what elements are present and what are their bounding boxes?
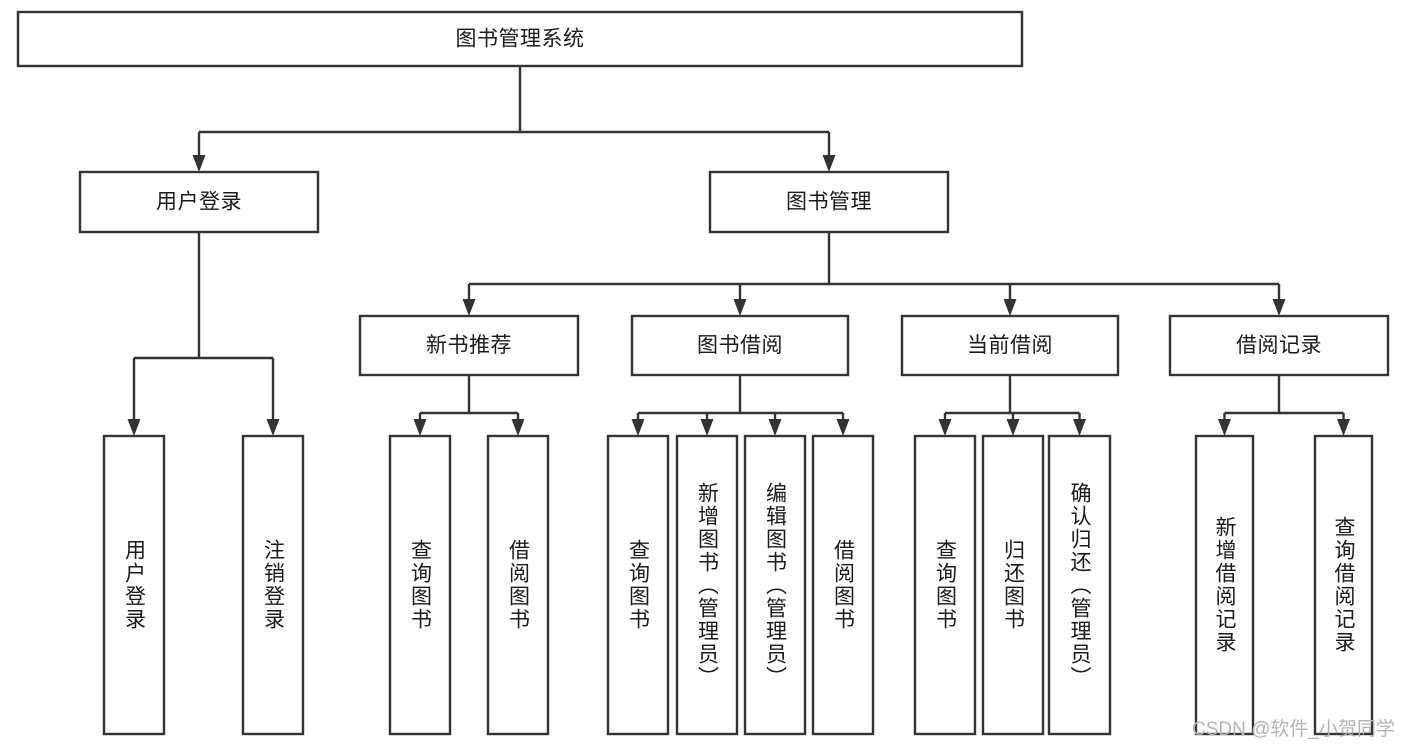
edge-arrowhead: [822, 155, 836, 172]
node-box-leaf-confirm-return: [1047, 434, 1112, 736]
node-box-new-book-rec: [358, 314, 580, 377]
node-box-leaf-add-record: [1194, 434, 1255, 736]
edge-arrowhead: [733, 299, 747, 316]
node-box-leaf-query-book-cur: [913, 434, 977, 736]
edge-arrowhead: [127, 419, 141, 436]
edge-arrowhead: [462, 299, 476, 316]
edge-arrowhead: [631, 419, 645, 436]
node-label-current-borrow: 当前借阅: [967, 334, 1053, 357]
edge-arrowhead: [1073, 419, 1086, 436]
node-box-borrow-record: [1168, 314, 1390, 377]
edge-arrowhead: [266, 419, 280, 436]
node-label-book-manage: 图书管理: [786, 191, 872, 214]
edges-layer: [127, 66, 1350, 436]
edge-arrowhead: [938, 419, 952, 436]
edge-arrowhead: [1218, 419, 1231, 436]
edge-group-new-book-rec: [413, 375, 525, 436]
node-label-borrow-record: 借阅记录: [1236, 334, 1322, 357]
node-label-new-book-rec: 新书推荐: [426, 334, 512, 357]
node-box-root: [16, 10, 1024, 68]
node-box-leaf-query-book-rec: [388, 434, 452, 736]
edge-arrowhead: [413, 419, 427, 436]
node-label-user-login: 用户登录: [156, 191, 242, 214]
edge-group-current-borrow: [938, 375, 1086, 436]
node-box-leaf-query-record: [1313, 434, 1374, 736]
node-box-leaf-edit-book: [743, 434, 807, 736]
edge-group-root: [192, 66, 836, 172]
node-box-leaf-borrow-book-rec: [486, 434, 550, 736]
node-box-leaf-borrow-book: [811, 434, 875, 736]
edge-arrowhead: [1003, 299, 1017, 316]
edge-arrowhead: [1006, 419, 1020, 436]
nodes-layer: [16, 10, 1390, 736]
node-box-leaf-user-login: [102, 434, 166, 736]
node-box-leaf-query-book-borrow: [606, 434, 670, 736]
edge-arrowhead: [700, 419, 714, 436]
node-box-leaf-add-book: [675, 434, 739, 736]
edge-group-book-borrow: [631, 375, 850, 436]
edge-arrowhead: [192, 155, 206, 172]
node-box-book-manage: [708, 170, 950, 234]
edge-group-book-manage: [462, 232, 1286, 316]
edge-arrowhead: [511, 419, 525, 436]
node-box-leaf-user-logout: [241, 434, 305, 736]
csdn-watermark: CSDN @软件_小贺同学: [1192, 719, 1395, 740]
edge-arrowhead: [1272, 299, 1286, 316]
node-box-current-borrow: [900, 314, 1120, 377]
node-label-book-borrow: 图书借阅: [697, 334, 783, 357]
edge-arrowhead: [1337, 419, 1350, 436]
edge-group-borrow-record: [1218, 375, 1350, 436]
node-box-leaf-return-book: [981, 434, 1045, 736]
edge-group-user-login: [127, 232, 280, 436]
node-label-root: 图书管理系统: [456, 28, 585, 51]
node-box-book-borrow: [630, 314, 850, 377]
edge-arrowhead: [836, 419, 850, 436]
edge-arrowhead: [768, 419, 782, 436]
node-box-user-login: [78, 170, 320, 234]
